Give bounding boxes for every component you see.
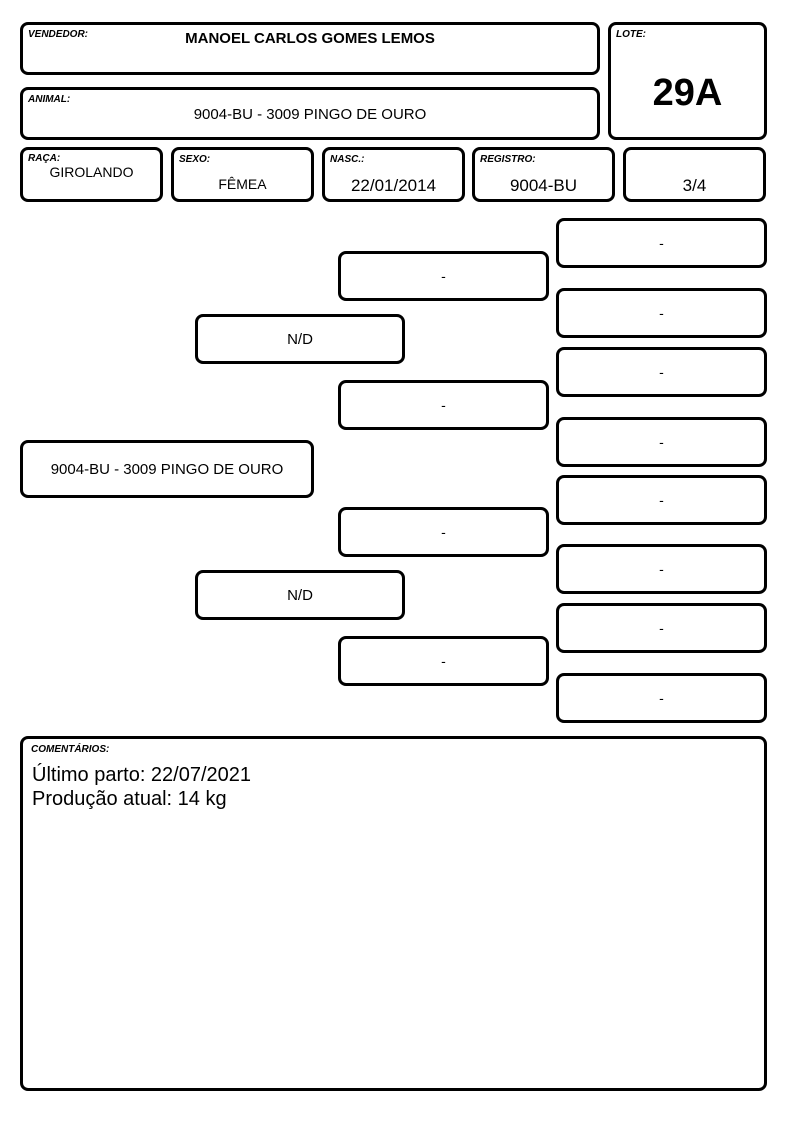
nasc-box: NASC.: 22/01/2014: [322, 147, 465, 202]
animal-label: ANIMAL:: [28, 94, 71, 105]
animal-value: 9004-BU - 3009 PINGO DE OURO: [193, 106, 427, 123]
registro-box: REGISTRO: 9004-BU: [472, 147, 615, 202]
pedigree-great-grandparent-3: -: [556, 347, 767, 397]
pedigree-sire: N/D: [195, 314, 405, 364]
registro-value: 9004-BU: [509, 176, 578, 195]
registro-label: REGISTRO:: [480, 154, 536, 165]
comments-text: Último parto: 22/07/2021 Produção atual:…: [32, 763, 251, 811]
lote-box: LOTE: 29A: [608, 22, 767, 140]
vendedor-box: VENDEDOR: MANOEL CARLOS GOMES LEMOS: [20, 22, 600, 75]
grau-sangue-box: 3/4: [623, 147, 766, 202]
pedigree-great-grandparent-5: -: [556, 475, 767, 525]
comments-label: COMENTÁRIOS:: [31, 744, 110, 755]
comments-box: COMENTÁRIOS: Último parto: 22/07/2021 Pr…: [20, 736, 767, 1091]
vendedor-value: MANOEL CARLOS GOMES LEMOS: [185, 30, 435, 47]
nasc-label: NASC.:: [330, 154, 365, 165]
raca-box: RAÇA: GIROLANDO: [20, 147, 163, 202]
pedigree-great-grandparent-4: -: [556, 417, 767, 467]
pedigree-maternal-granddam: -: [338, 636, 549, 686]
grau-sangue-value: 3/4: [682, 176, 707, 195]
sexo-label: SEXO:: [179, 154, 211, 165]
animal-box: ANIMAL: 9004-BU - 3009 PINGO DE OURO: [20, 87, 600, 140]
comment-line: Último parto: 22/07/2021: [32, 764, 252, 786]
pedigree-dam: N/D: [195, 570, 405, 620]
pedigree-paternal-granddam: -: [338, 380, 549, 430]
pedigree-great-grandparent-7: -: [556, 603, 767, 653]
pedigree-paternal-grandsire: -: [338, 251, 549, 301]
pedigree-great-grandparent-6: -: [556, 544, 767, 594]
pedigree-maternal-grandsire: -: [338, 507, 549, 557]
pedigree-great-grandparent-8: -: [556, 673, 767, 723]
vendedor-label: VENDEDOR:: [28, 29, 89, 40]
lote-value: 29A: [652, 72, 723, 114]
nasc-value: 22/01/2014: [350, 176, 437, 195]
comment-line: Produção atual: 14 kg: [32, 788, 227, 810]
pedigree-great-grandparent-1: -: [556, 218, 767, 268]
lote-label: LOTE:: [616, 29, 646, 40]
sexo-value: FÊMEA: [218, 176, 267, 192]
pedigree-great-grandparent-2: -: [556, 288, 767, 338]
sexo-box: SEXO: FÊMEA: [171, 147, 314, 202]
raca-value: GIROLANDO: [49, 164, 134, 180]
pedigree-animal: 9004-BU - 3009 PINGO DE OURO: [20, 440, 314, 498]
raca-label: RAÇA:: [28, 153, 61, 164]
